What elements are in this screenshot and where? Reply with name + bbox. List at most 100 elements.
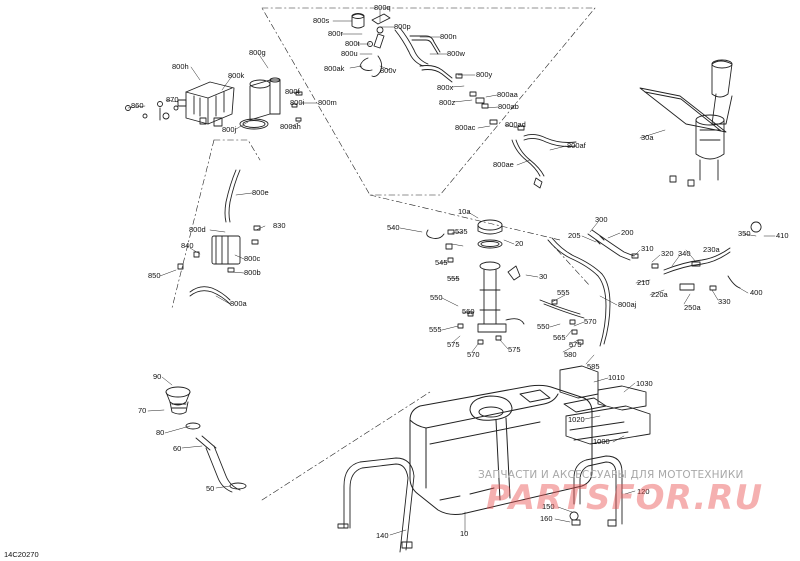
fuel-pump-module-top-left bbox=[125, 77, 303, 130]
callout-80: 80 bbox=[156, 428, 165, 437]
callout-140: 140 bbox=[376, 531, 389, 540]
callout-800ak: 800ak bbox=[324, 64, 345, 73]
callout-550: 550 bbox=[430, 293, 443, 302]
callout-320: 320 bbox=[661, 249, 674, 258]
callout-800b: 800b bbox=[244, 268, 261, 277]
callout-310: 310 bbox=[641, 244, 654, 253]
tank-pump-center-group bbox=[426, 219, 525, 345]
callout-340: 340 bbox=[678, 249, 691, 258]
filler-neck-group bbox=[165, 386, 247, 493]
callout-800af: 800af bbox=[567, 141, 586, 150]
callout-535: 535 bbox=[455, 227, 468, 236]
callout-800ah: 800ah bbox=[280, 122, 301, 131]
callout-800m: 800m bbox=[318, 98, 337, 107]
callout-550-b: 550 bbox=[537, 322, 550, 331]
callout-800y: 800y bbox=[476, 70, 493, 79]
callout-20: 20 bbox=[515, 239, 524, 248]
callout-840: 840 bbox=[181, 241, 194, 250]
heat-shields bbox=[559, 365, 651, 445]
callout-400: 400 bbox=[750, 288, 763, 297]
callout-1000: 1000 bbox=[593, 437, 610, 446]
callout-205: 205 bbox=[568, 231, 581, 240]
callout-800n: 800n bbox=[440, 32, 457, 41]
callout-410: 410 bbox=[776, 231, 789, 240]
callout-60: 60 bbox=[173, 444, 182, 453]
callout-555-b: 555 bbox=[429, 325, 442, 334]
catalog-code: 14C20270 bbox=[4, 550, 39, 559]
callout-250a: 250a bbox=[684, 303, 701, 312]
group-outline-lines bbox=[171, 7, 596, 501]
callout-800u: 800u bbox=[341, 49, 358, 58]
evap-canister-group bbox=[177, 169, 261, 305]
callout-800e: 800e bbox=[252, 188, 269, 197]
callout-800ad: 800ad bbox=[505, 120, 526, 129]
callout-30: 30 bbox=[539, 272, 548, 281]
fuel-tank bbox=[409, 384, 593, 515]
callout-10: 10 bbox=[460, 529, 469, 538]
callout-160: 160 bbox=[540, 514, 553, 523]
callout-570-a: 570 bbox=[467, 350, 480, 359]
callout-200: 200 bbox=[621, 228, 634, 237]
callout-800a: 800a bbox=[230, 299, 247, 308]
callout-555-a: 555 bbox=[447, 274, 460, 283]
callout-50: 50 bbox=[206, 484, 215, 493]
callout-800w: 800w bbox=[447, 49, 465, 58]
callout-870: 870 bbox=[166, 95, 179, 104]
callout-90: 90 bbox=[153, 372, 162, 381]
callout-560: 560 bbox=[462, 307, 475, 316]
callout-575-a: 575 bbox=[447, 340, 460, 349]
tank-straps bbox=[337, 455, 623, 553]
watermark-caption: ЗАПЧАСТИ И АКСЕССУАРЫ ДЛЯ МОТОТЕХНИКИ bbox=[478, 469, 744, 481]
callout-800q: 800q bbox=[374, 3, 391, 12]
callout-800c: 800c bbox=[244, 254, 261, 263]
callout-150: 150 bbox=[542, 502, 555, 511]
callout-860: 860 bbox=[131, 101, 144, 110]
callout-575-c: 575 bbox=[569, 340, 582, 349]
callout-800v: 800v bbox=[380, 66, 397, 75]
callout-565: 565 bbox=[553, 333, 566, 342]
callout-540: 540 bbox=[387, 223, 400, 232]
callout-800ac: 800ac bbox=[455, 123, 476, 132]
callout-330: 330 bbox=[718, 297, 731, 306]
callout-800z: 800z bbox=[439, 98, 456, 107]
callout-800i: 800i bbox=[290, 98, 305, 107]
vent-valve-group bbox=[351, 13, 577, 189]
callout-575-b: 575 bbox=[508, 345, 521, 354]
callout-585: 585 bbox=[587, 362, 600, 371]
callout-800f: 800f bbox=[285, 87, 300, 96]
callout-800g: 800g bbox=[249, 48, 266, 57]
callout-1010: 1010 bbox=[608, 373, 625, 382]
callout-800r: 800r bbox=[328, 29, 344, 38]
callout-1030: 1030 bbox=[636, 379, 653, 388]
callout-1020: 1020 bbox=[568, 415, 585, 424]
callout-30a: 30a bbox=[641, 133, 654, 142]
callout-800d: 800d bbox=[189, 225, 206, 234]
callout-800x: 800x bbox=[437, 83, 454, 92]
callout-545: 545 bbox=[435, 258, 448, 267]
callout-800t: 800t bbox=[345, 39, 360, 48]
callout-70: 70 bbox=[138, 406, 147, 415]
callout-230a: 230a bbox=[703, 245, 720, 254]
callout-120: 120 bbox=[637, 487, 650, 496]
fuel-hose-right-group bbox=[539, 221, 762, 347]
callout-800j: 800j bbox=[222, 125, 237, 134]
fuel-pump-assembly-right bbox=[639, 59, 733, 187]
callout-800ae: 800ae bbox=[493, 160, 514, 169]
callout-800ab: 800ab bbox=[498, 102, 519, 111]
callout-350: 350 bbox=[738, 229, 751, 238]
callout-800aj: 800aj bbox=[618, 300, 637, 309]
callout-570-b: 570 bbox=[584, 317, 597, 326]
watermark-logo: PARTSFOR.RU bbox=[486, 478, 764, 518]
callout-580: 580 bbox=[564, 350, 577, 359]
callout-220a: 220a bbox=[651, 290, 668, 299]
callout-800k: 800k bbox=[228, 71, 245, 80]
callout-800h: 800h bbox=[172, 62, 189, 71]
callout-800aa: 800aa bbox=[497, 90, 518, 99]
callout-210: 210 bbox=[637, 278, 650, 287]
callout-800s: 800s bbox=[313, 16, 330, 25]
callout-300: 300 bbox=[595, 215, 608, 224]
callout-850: 850 bbox=[148, 271, 161, 280]
callout-830: 830 bbox=[273, 221, 286, 230]
